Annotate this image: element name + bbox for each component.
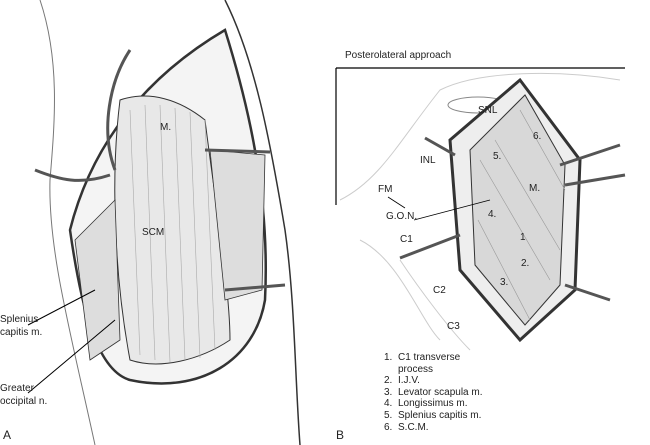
legend-num: 5.	[384, 409, 393, 421]
legend-num: 6.	[384, 421, 393, 433]
legend-item: 1. C1 transverse	[384, 352, 483, 364]
label-inl: INL	[420, 155, 436, 166]
label-m-b: M.	[529, 183, 541, 194]
label-4: 4.	[488, 209, 497, 220]
legend-item: 2. I.J.V.	[384, 375, 483, 387]
panel-b-title: Posterolateral approach	[345, 50, 452, 61]
legend-item: 5. Splenius capitis m.	[384, 410, 483, 422]
label-snl: SNL	[478, 105, 498, 116]
legend-text: I.J.V.	[398, 375, 420, 387]
panel-letter-a: A	[3, 428, 12, 442]
panel-a-illustration	[27, 0, 301, 445]
label-m-a: M.	[160, 122, 172, 133]
label-splenius-1: Splenius	[0, 314, 39, 325]
label-scm: SCM	[142, 227, 165, 238]
label-splenius-2: capitis m.	[0, 327, 43, 338]
label-5: 5.	[493, 151, 502, 162]
legend-item: 6. S.C.M.	[384, 422, 483, 434]
label-gon-1: Greater	[0, 383, 34, 394]
label-fm: FM	[378, 184, 393, 195]
legend-text: process	[398, 363, 434, 375]
legend-text: Levator scapula m.	[398, 386, 483, 398]
label-1: 1	[520, 232, 526, 243]
legend-text: S.C.M.	[398, 421, 429, 433]
label-3: 3.	[500, 277, 509, 288]
label-6: 6.	[533, 131, 542, 142]
legend-num: 3.	[384, 386, 393, 398]
panel-b-illustration	[335, 67, 626, 351]
legend-text: C1 transverse	[398, 352, 461, 363]
legend-num: 1.	[384, 352, 393, 363]
legend-item-cont: process	[384, 364, 483, 376]
legend-text: Longissimus m.	[398, 398, 468, 410]
label-c3: C3	[447, 321, 460, 332]
label-gon-2: occipital n.	[0, 396, 48, 407]
label-c1: C1	[400, 234, 413, 245]
label-c2: C2	[433, 285, 446, 296]
legend-num: 4.	[384, 398, 393, 410]
label-2: 2.	[521, 258, 530, 269]
legend-item: 4. Longissimus m.	[384, 398, 483, 410]
panel-letter-b: B	[336, 428, 345, 442]
label-gon: G.O.N.	[386, 211, 418, 222]
legend-num: 2.	[384, 375, 393, 387]
legend: 1. C1 transverse process 2. I.J.V. 3. Levat…	[384, 352, 483, 433]
legend-item: 3. Levator scapula m.	[384, 387, 483, 399]
legend-text: Splenius capitis m.	[398, 409, 482, 421]
